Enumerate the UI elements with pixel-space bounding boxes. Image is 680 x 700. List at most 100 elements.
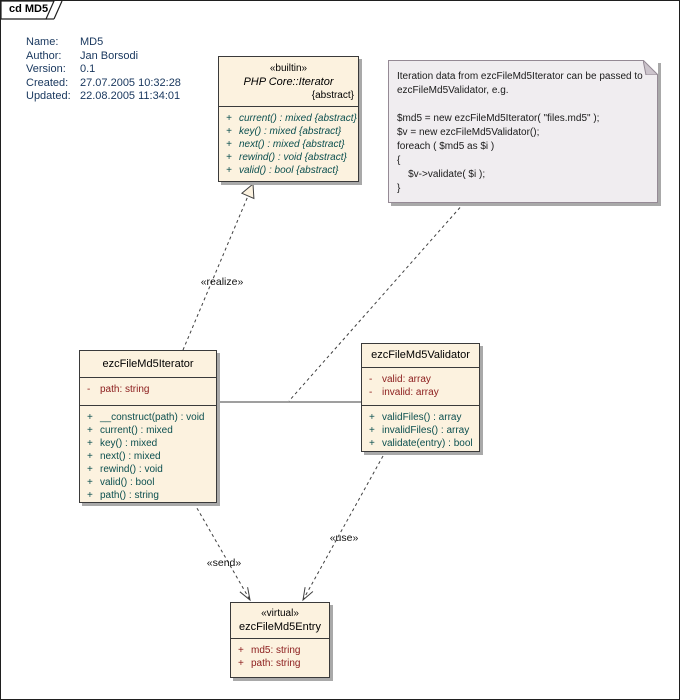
class-methods-compartment: + __construct(path) : void + current() :…	[80, 406, 216, 502]
class-header: «builtin» PHP Core::Iterator {abstract}	[219, 57, 358, 107]
note-line: $v->validate( $i );	[397, 169, 486, 180]
visibility-sign: +	[87, 490, 93, 501]
visibility-sign: +	[238, 645, 244, 656]
class-method: + key() : mixed {abstract}	[219, 125, 358, 138]
method-text: validFiles() : array	[382, 412, 462, 423]
info-row-version: Version: 0.1	[26, 63, 181, 77]
class-attributes-compartment: - valid: array - invalid: array	[362, 368, 479, 406]
info-row-created: Created: 27.07.2005 10:32:28	[26, 77, 181, 91]
edge-use[interactable]: «use»	[302, 455, 384, 602]
method-text: invalidFiles() : array	[382, 425, 470, 436]
note-line: $md5 = new ezcFileMd5Iterator( "files.md…	[397, 113, 600, 124]
class-stereotype: «virtual»	[261, 608, 299, 619]
class-ezcfilemd5entry[interactable]: «virtual» ezcFileMd5Entry + md5: string …	[230, 602, 330, 678]
visibility-sign: +	[369, 425, 375, 436]
attribute-text: invalid: array	[382, 387, 439, 398]
method-text: valid() : bool {abstract}	[239, 165, 339, 176]
note-line: $v = new ezcFileMd5Validator();	[397, 127, 540, 138]
diagram-info-block: Name: MD5 Author: Jan Borsodi Version: 0…	[26, 36, 181, 104]
class-ezcfilemd5validator[interactable]: ezcFileMd5Validator - valid: array - inv…	[361, 343, 480, 452]
info-value: Jan Borsodi	[80, 49, 139, 62]
note-line: Iteration data from ezcFileMd5Iterator c…	[397, 71, 643, 82]
method-text: path() : string	[100, 490, 159, 501]
visibility-sign: +	[87, 464, 93, 475]
class-php-core-iterator[interactable]: «builtin» PHP Core::Iterator {abstract} …	[218, 56, 359, 182]
class-header: «virtual» ezcFileMd5Entry	[231, 603, 329, 639]
use-open-arrowhead	[302, 587, 314, 602]
method-text: current() : mixed {abstract}	[239, 113, 357, 124]
class-name: ezcFileMd5Validator	[371, 349, 470, 361]
info-label: Updated:	[26, 90, 71, 102]
class-method: + path() : string	[80, 489, 216, 502]
visibility-sign: +	[226, 152, 232, 163]
class-method: + valid() : bool	[80, 476, 216, 489]
note-line	[397, 98, 651, 112]
class-method: + next() : mixed	[80, 450, 216, 463]
class-header: ezcFileMd5Iterator	[80, 351, 216, 378]
info-value: 27.07.2005 10:32:28	[80, 76, 181, 89]
class-attribute: - path: string	[80, 383, 216, 396]
visibility-sign: +	[87, 412, 93, 423]
info-label: Created:	[26, 76, 69, 89]
class-ezcfilemd5iterator[interactable]: ezcFileMd5Iterator - path: string + __co…	[79, 350, 217, 503]
info-label: Name:	[26, 36, 59, 48]
visibility-sign: +	[87, 451, 93, 462]
visibility-sign: +	[238, 658, 244, 669]
visibility-sign: +	[226, 139, 232, 150]
class-name: PHP Core::Iterator	[243, 76, 334, 88]
info-label: Author:	[26, 49, 62, 62]
visibility-sign: -	[87, 384, 91, 395]
class-method: + validate(entry) : bool	[362, 437, 479, 450]
frame-tab-shape	[1, 1, 63, 20]
info-value: MD5	[80, 36, 104, 48]
class-method: + next() : mixed {abstract}	[219, 138, 358, 151]
class-name: ezcFileMd5Entry	[239, 621, 321, 633]
class-methods-compartment: + current() : mixed {abstract} + key() :…	[219, 107, 358, 177]
edge-notelink[interactable]	[288, 202, 465, 402]
visibility-sign: +	[226, 126, 232, 137]
method-text: valid() : bool	[100, 477, 155, 488]
class-method: + invalidFiles() : array	[362, 424, 479, 437]
attribute-text: path: string	[100, 384, 150, 395]
visibility-sign: +	[87, 438, 93, 449]
class-attribute: - invalid: array	[362, 386, 479, 399]
method-text: key() : mixed	[100, 438, 158, 449]
method-text: next() : mixed {abstract}	[239, 139, 345, 150]
class-stereotype: «builtin»	[269, 63, 308, 74]
class-attribute: + path: string	[231, 657, 329, 670]
note-fold-icon	[643, 60, 658, 75]
edge-label-realize: «realize»	[201, 276, 244, 288]
note-line: }	[397, 183, 401, 194]
class-method: + current() : mixed	[80, 424, 216, 437]
diagram-title-tab: cd MD5	[9, 3, 49, 15]
class-name: ezcFileMd5Iterator	[102, 358, 194, 370]
note-iteration-example[interactable]: Iteration data from ezcFileMd5Iterator c…	[388, 60, 658, 203]
info-label: Version:	[26, 63, 66, 75]
attribute-text: path: string	[251, 658, 301, 669]
info-value: 22.08.2005 11:34:01	[80, 90, 181, 102]
realize-triangle-arrowhead	[240, 182, 255, 200]
class-methods-compartment: + validFiles() : array + invalidFiles() …	[362, 406, 479, 450]
class-attributes-compartment: - path: string	[80, 378, 216, 406]
class-header: ezcFileMd5Validator	[362, 344, 479, 368]
visibility-sign: +	[226, 165, 232, 176]
info-row-author: Author: Jan Borsodi	[26, 50, 181, 64]
class-method: + rewind() : void {abstract}	[219, 151, 358, 164]
edge-label-send: «send»	[207, 557, 242, 569]
class-method: + current() : mixed {abstract}	[219, 112, 358, 125]
class-method: + __construct(path) : void	[80, 411, 216, 424]
method-text: key() : mixed {abstract}	[239, 126, 342, 137]
visibility-sign: +	[226, 113, 232, 124]
class-method: + validFiles() : array	[362, 411, 479, 424]
note-line: {	[397, 155, 401, 166]
visibility-sign: +	[369, 412, 375, 423]
class-attribute: + md5: string	[231, 644, 329, 657]
edge-realize[interactable]: «realize»	[182, 182, 255, 351]
edge-send[interactable]: «send»	[193, 502, 251, 602]
note-line: foreach ( $md5 as $i )	[397, 141, 495, 152]
class-method: + key() : mixed	[80, 437, 216, 450]
method-text: rewind() : void	[100, 464, 163, 475]
attribute-text: md5: string	[251, 645, 301, 656]
visibility-sign: +	[369, 438, 375, 449]
